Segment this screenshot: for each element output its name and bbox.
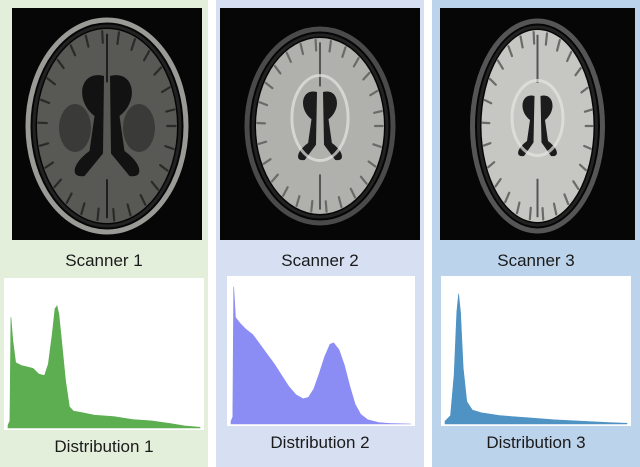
distribution-histogram-3 xyxy=(441,276,631,426)
mri-image xyxy=(12,8,202,240)
scanner-label: Scanner 1 xyxy=(65,251,143,270)
distribution-label: Distribution 3 xyxy=(486,433,586,452)
distribution-histogram-2 xyxy=(227,276,415,426)
mri-image xyxy=(220,8,420,240)
histogram-area xyxy=(444,293,628,425)
distribution-label: Distribution 1 xyxy=(54,437,154,456)
mri-image xyxy=(440,8,635,240)
histogram-area xyxy=(7,305,201,429)
scanner-label: Scanner 2 xyxy=(281,251,359,270)
distribution-label: Distribution 2 xyxy=(270,433,370,452)
mri-brain-scan-3 xyxy=(440,8,635,240)
mri-brain-scan-2 xyxy=(220,8,420,240)
scanner-label: Scanner 3 xyxy=(497,251,575,270)
mri-brain-scan-1 xyxy=(12,8,202,240)
distribution-histogram-1 xyxy=(4,278,204,430)
histogram-area xyxy=(230,286,412,425)
panel-scanner-3: Scanner 3 Distribution 3 xyxy=(432,0,640,467)
panel-scanner-2: Scanner 2 Distribution 2 xyxy=(216,0,424,467)
panel-scanner-1: Scanner 1 Distribution 1 xyxy=(0,0,208,467)
